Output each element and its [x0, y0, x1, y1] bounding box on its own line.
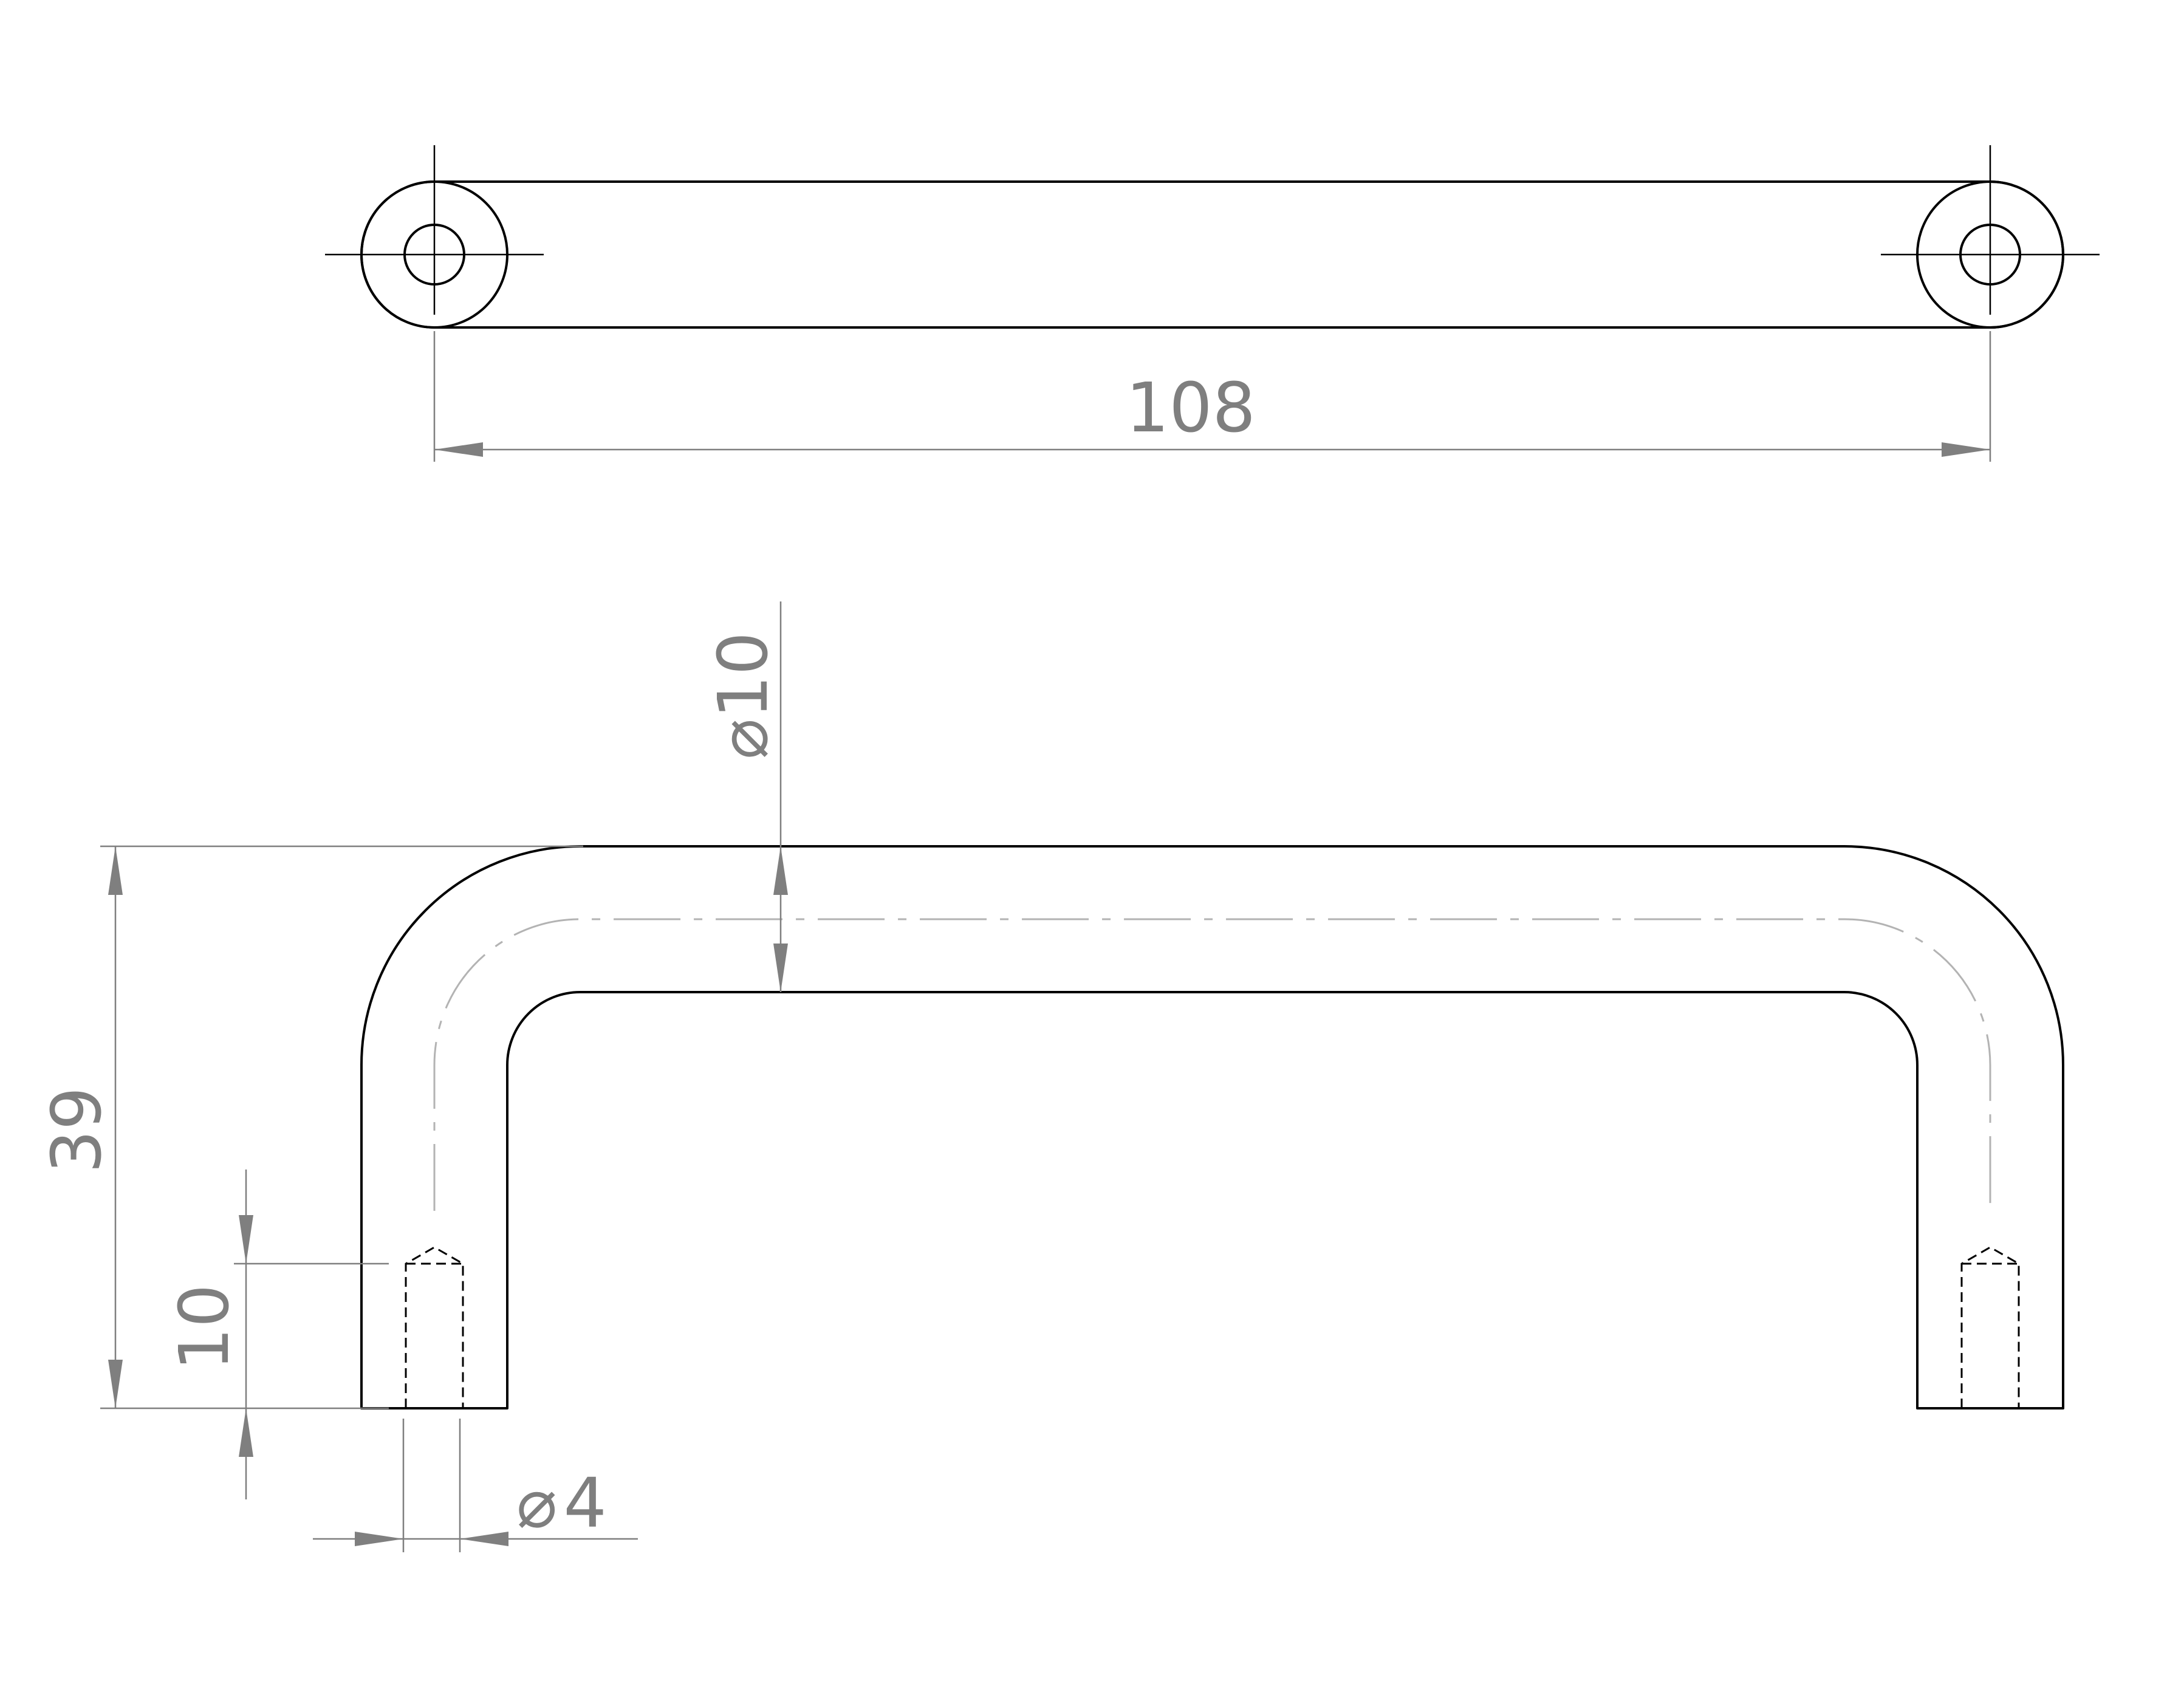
diameter-symbol: ⌀ [704, 719, 783, 759]
thread-diameter-number: 4 [563, 1464, 606, 1543]
thread-depth-value: 10 [165, 1284, 244, 1371]
thread-depth-dimension: 10 [165, 1170, 389, 1499]
dimension-arrow [239, 1408, 253, 1457]
handle-top-outline [360, 180, 2064, 329]
dimension-arrow [355, 1532, 403, 1546]
right-center-mark [1881, 145, 2100, 315]
height-dimension-value: 39 [38, 1087, 117, 1174]
dimension-arrow [1942, 442, 1990, 457]
dimension-arrow [108, 846, 123, 895]
dimension-arrow [239, 1215, 253, 1264]
length-dimension: 108 [433, 331, 1991, 462]
dimension-arrow [773, 846, 788, 895]
dimension-arrow [434, 442, 483, 457]
bar-diameter-number: 10 [704, 632, 783, 719]
dimension-arrow [773, 944, 788, 992]
height-dimension: 39 [38, 845, 583, 1409]
thread-diameter-value: ⌀4 [516, 1464, 607, 1543]
left-center-mark [325, 145, 544, 315]
right-threaded-hole [1960, 1246, 2020, 1408]
length-dimension-value: 108 [1126, 369, 1256, 448]
top-view [325, 145, 2100, 329]
bar-diameter-value: ⌀10 [704, 632, 783, 759]
handle-centerline [433, 918, 1991, 1211]
dimension-arrow [460, 1532, 508, 1546]
thread-diameter-dimension: ⌀4 [313, 1419, 638, 1552]
handle-front-outline [360, 845, 2064, 1409]
dimension-arrow [108, 1360, 123, 1408]
diameter-symbol: ⌀ [516, 1464, 557, 1543]
bar-diameter-dimension: ⌀10 [704, 601, 788, 992]
front-view [360, 845, 2064, 1409]
left-threaded-hole [405, 1246, 464, 1408]
